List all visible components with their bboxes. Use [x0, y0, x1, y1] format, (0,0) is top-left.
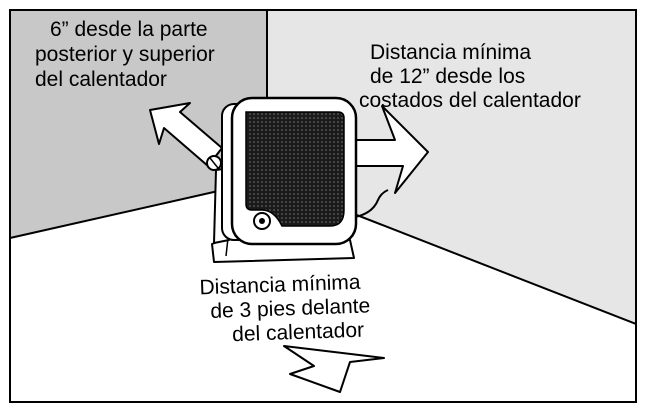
back-top-label-line-1: 6” desde la parte: [50, 18, 208, 41]
diagram-frame: [9, 9, 637, 403]
sides-label-line-1: Distancia mínima: [370, 41, 531, 64]
back-top-label-line-2: posterior y superior: [35, 43, 215, 66]
back-top-label-line-3: del calentador: [35, 68, 167, 91]
sides-label-line-3: costados del calentador: [359, 89, 581, 112]
front-label-line-1: Distancia mínima: [199, 271, 361, 300]
heater-cord: [349, 189, 389, 219]
front-label-line-3: del calentador: [232, 319, 365, 347]
heater-control-dial-center: [259, 218, 265, 224]
heater: [206, 96, 389, 263]
front-label-line-2: de 3 pies delante: [210, 294, 371, 323]
back-top-clearance-label: 6” desde la parte posterior y superior d…: [35, 18, 221, 91]
floor: [10, 180, 636, 402]
side-clearance-label: Distancia mínima de 12” desde los costad…: [359, 41, 581, 112]
heater-knob-line: [209, 157, 219, 169]
front-clearance-label: Distancia mínima de 3 pies delante del c…: [199, 270, 377, 347]
room: [9, 9, 637, 403]
left-wall: [10, 10, 267, 238]
front-clearance-arrow: [283, 345, 385, 393]
heater-grille: [245, 111, 345, 227]
sides-label-line-2: de 12” desde los: [370, 65, 525, 88]
right-wall: [267, 10, 636, 324]
